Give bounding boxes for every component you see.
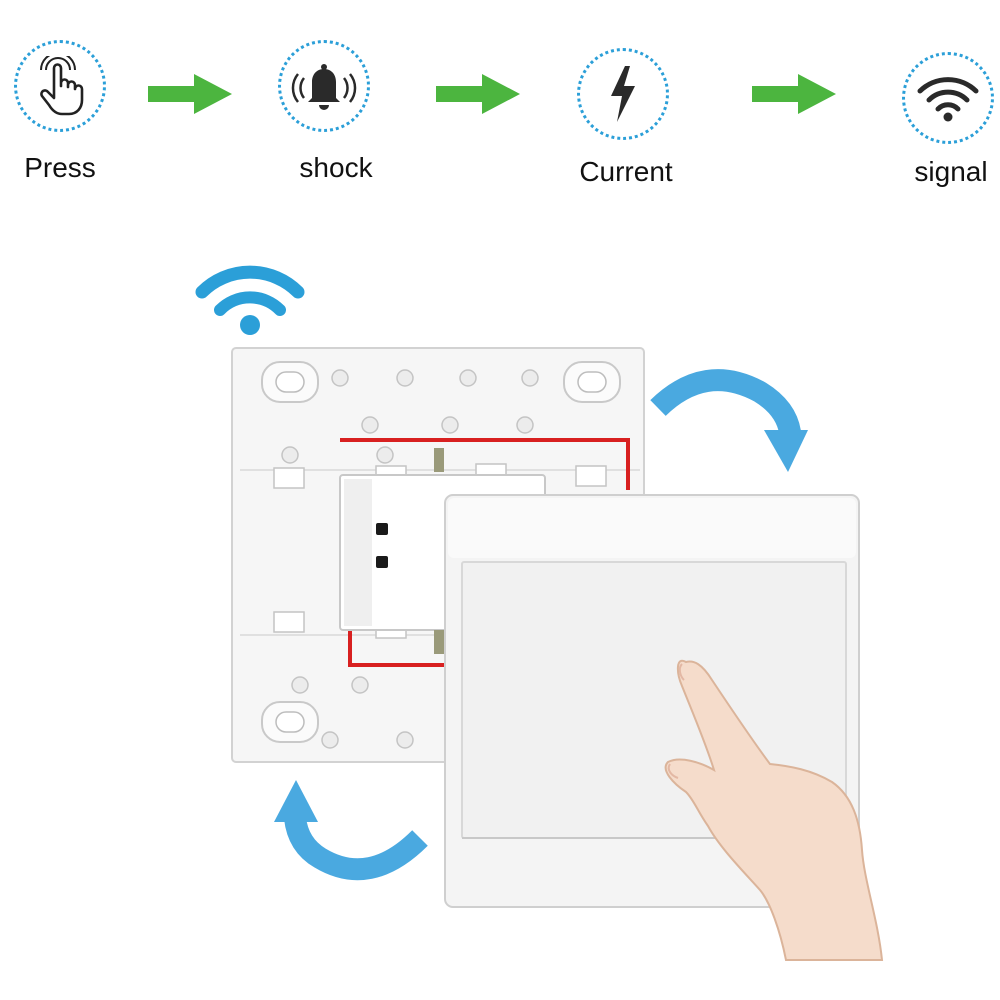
press-step-circle bbox=[14, 40, 106, 132]
press-finger-icon bbox=[40, 56, 84, 116]
bell-vibration-icon bbox=[291, 64, 357, 110]
pressing-hand bbox=[664, 659, 884, 961]
wifi-transmit-icon bbox=[195, 265, 305, 335]
wifi-signal-icon bbox=[917, 77, 979, 122]
current-label: Current bbox=[579, 156, 673, 187]
signal-step-circle bbox=[902, 52, 994, 144]
signal-label: signal bbox=[914, 156, 988, 187]
press-label: Press bbox=[24, 152, 96, 183]
current-step-circle bbox=[577, 48, 669, 140]
shock-label: shock bbox=[299, 152, 373, 183]
flow-arrow-1 bbox=[148, 74, 232, 114]
flow-arrow-2 bbox=[436, 74, 520, 114]
flow-arrow-3 bbox=[752, 74, 836, 114]
lightning-bolt-icon bbox=[611, 66, 635, 122]
shock-step-circle bbox=[278, 40, 370, 132]
rotate-arrow-top bbox=[650, 369, 808, 472]
rotate-arrow-bottom bbox=[274, 780, 428, 881]
